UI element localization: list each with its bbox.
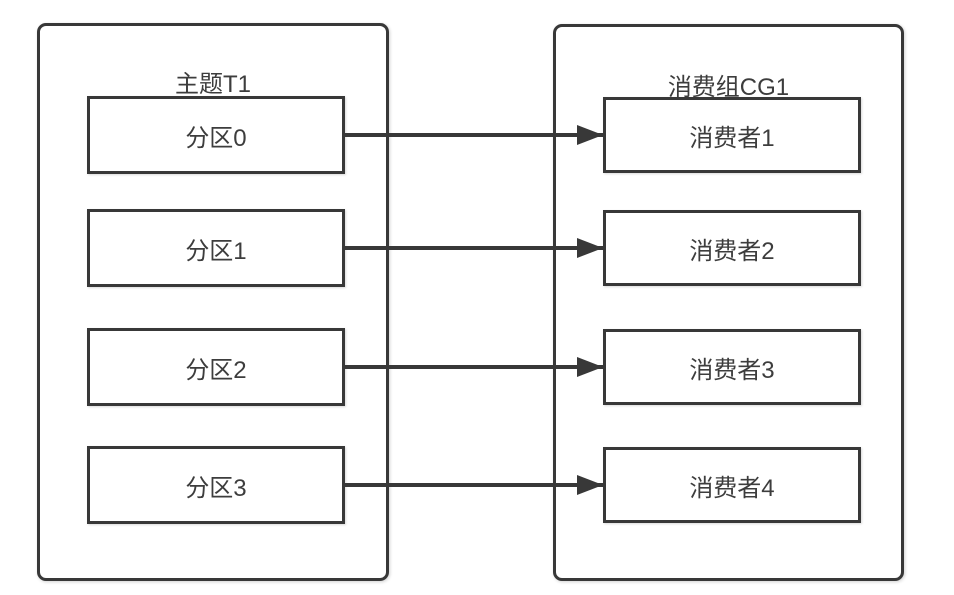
partition-node-3: 分区3 [87, 446, 345, 524]
consumer-label: 消费者2 [689, 237, 775, 265]
partition-label: 分区3 [185, 474, 247, 502]
partition-label: 分区2 [185, 356, 247, 384]
consumer-node-2: 消费者2 [603, 210, 861, 286]
consumer-node-4: 消费者4 [603, 447, 861, 523]
consumer-node-1: 消费者1 [603, 97, 861, 173]
consumer-node-3: 消费者3 [603, 329, 861, 405]
partition-label: 分区0 [185, 124, 247, 152]
partition-node-2: 分区2 [87, 328, 345, 406]
partition-node-1: 分区1 [87, 209, 345, 287]
partition-label: 分区1 [185, 237, 247, 265]
topic-title: 主题T1 [174, 71, 251, 98]
consumer-label: 消费者3 [689, 356, 775, 384]
consumer-group-title: 消费组CG1 [667, 74, 790, 101]
consumer-label: 消费者1 [689, 124, 775, 152]
consumer-label: 消费者4 [689, 474, 775, 502]
partition-node-0: 分区0 [87, 96, 345, 174]
